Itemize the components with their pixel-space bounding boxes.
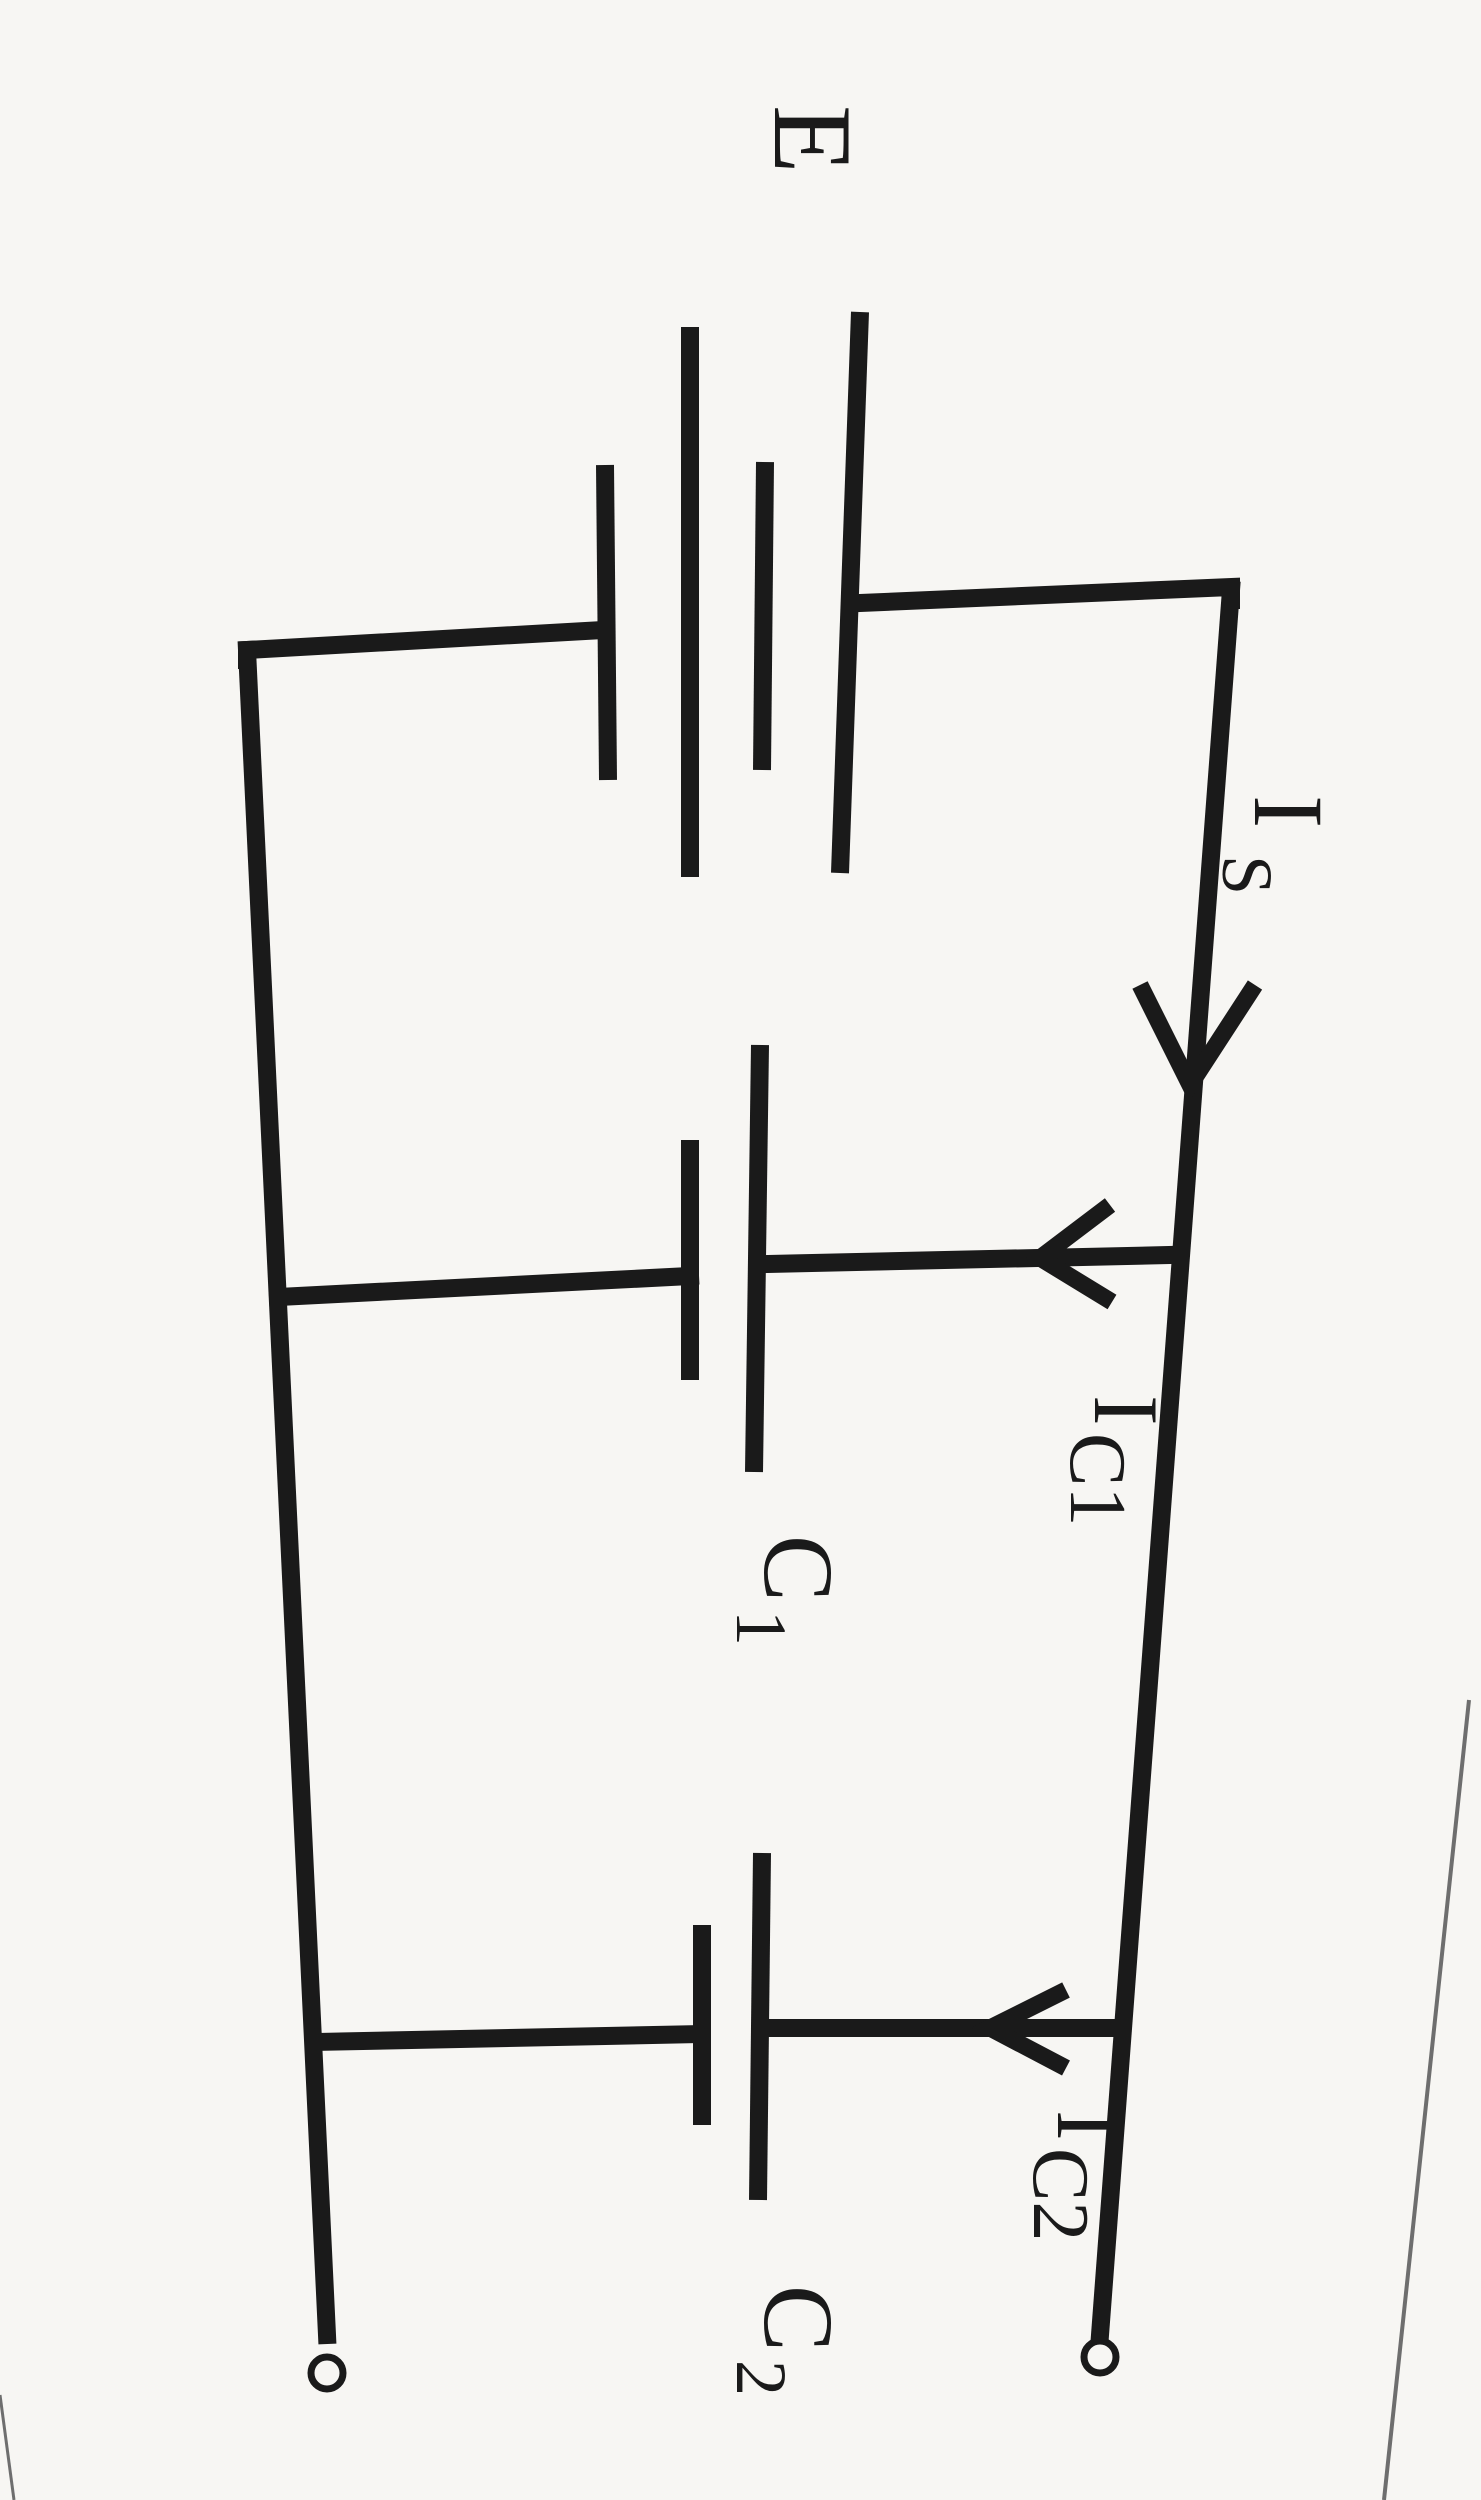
label-c1: C 1 [721, 1535, 854, 1646]
c1-plate-long [745, 1044, 769, 1473]
page-edge-line [1382, 1699, 1471, 2500]
capacitor-c1 [681, 1044, 769, 1473]
label-ic1-main: I [1075, 1395, 1177, 1426]
label-ic2: I C2 [1016, 2110, 1140, 2241]
battery-plate-short-2 [596, 464, 617, 781]
label-ic2-sub: C2 [1016, 2148, 1104, 2241]
arrow-is-icon [1132, 980, 1263, 1103]
label-c2: C 2 [721, 2285, 854, 2396]
page-edge-line-left [0, 2394, 16, 2500]
current-arrows [971, 980, 1263, 2076]
terminal-right [1080, 2337, 1120, 2377]
c2-plate-long [749, 1852, 771, 2201]
battery-e [596, 311, 869, 877]
battery-plate-short-1 [753, 461, 774, 771]
label-is-sub: S [1207, 855, 1287, 895]
label-e: E [750, 105, 874, 173]
label-ic1: I C1 [1053, 1395, 1177, 1526]
capacitor-c2 [693, 1852, 771, 2201]
arrow-ic1-icon [1024, 1198, 1117, 1310]
label-e-text: E [750, 105, 874, 173]
c1-wire-left [268, 1266, 700, 1307]
c1-wire-right [758, 1245, 1180, 1274]
circuit-wires [237, 577, 1241, 2345]
label-c1-main: C [743, 1535, 854, 1602]
label-ic2-main: I [1038, 2110, 1140, 2141]
label-is: I S [1207, 795, 1344, 895]
left-rail-wire [237, 640, 337, 2345]
label-is-main: I [1233, 795, 1344, 828]
label-c2-sub: 2 [721, 2360, 801, 2396]
arrow-ic2-icon [971, 1982, 1070, 2076]
label-ic1-sub: C1 [1053, 1433, 1141, 1526]
label-c2-main: C [743, 2285, 854, 2352]
label-c1-sub: 1 [721, 1610, 801, 1646]
c2-wire-left [305, 2024, 710, 2052]
battery-plate-long-1 [831, 311, 869, 874]
terminal-left [307, 2353, 347, 2393]
right-rail-wire [1090, 580, 1241, 2345]
